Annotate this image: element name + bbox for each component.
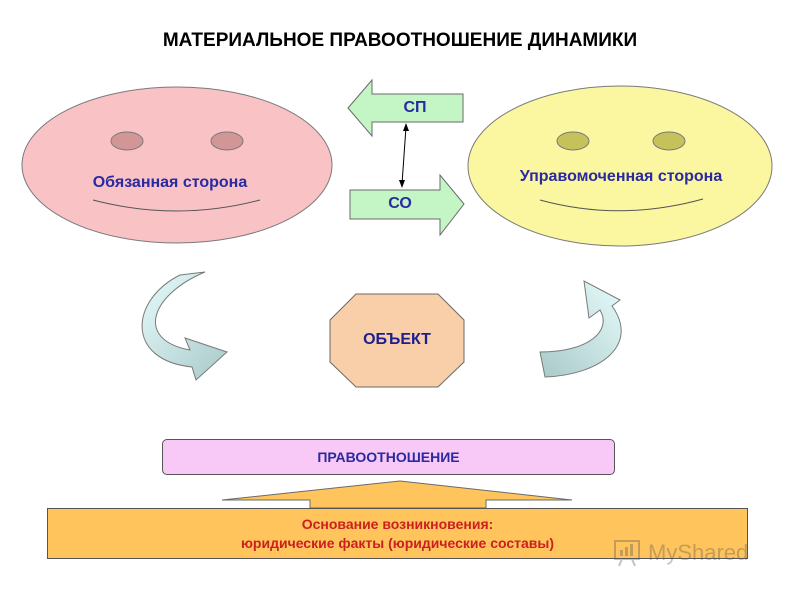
right-face-eye-right xyxy=(652,131,686,151)
sp-arrow-label: СП xyxy=(403,99,427,116)
right-curved-arrow xyxy=(539,280,622,378)
object-label: ОБЪЕКТ xyxy=(363,331,431,348)
watermark-icon xyxy=(614,540,640,567)
right-face-mouth xyxy=(539,198,704,212)
diagram-title: МАТЕРИАЛЬНОЕ ПРАВООТНОШЕНИЕ ДИНАМИКИ xyxy=(162,30,638,51)
sp-so-connector-head-top xyxy=(403,123,409,131)
left-face-eye-left xyxy=(110,131,144,151)
left-face xyxy=(21,86,333,244)
sp-arrow xyxy=(347,78,464,138)
left-curved-arrow xyxy=(141,271,228,381)
watermark: MyShared xyxy=(612,535,772,569)
watermark-text: MyShared xyxy=(648,540,749,565)
basis-line-1: Основание возникновения: xyxy=(301,515,494,532)
so-arrow xyxy=(349,173,465,237)
left-face-label: Обязанная сторона xyxy=(92,174,248,191)
so-arrow-label: СО xyxy=(388,195,412,212)
left-face-mouth xyxy=(92,199,261,212)
right-face-label: Управомоченная сторона xyxy=(519,168,723,185)
basis-box: Основание возникновения: юридические фак… xyxy=(47,508,748,559)
basis-line-2: юридические факты (юридические составы) xyxy=(240,534,555,551)
right-face xyxy=(467,85,773,247)
right-face-eye-left xyxy=(556,131,590,151)
basis-roof-arrow xyxy=(221,480,573,509)
sp-so-connector xyxy=(401,126,407,185)
object-octagon xyxy=(329,293,465,388)
sp-so-connector-head-bottom xyxy=(399,180,405,188)
relation-label: ПРАВООТНОШЕНИЕ xyxy=(317,449,460,465)
relation-box: ПРАВООТНОШЕНИЕ xyxy=(162,439,615,475)
left-face-eye-right xyxy=(210,131,244,151)
